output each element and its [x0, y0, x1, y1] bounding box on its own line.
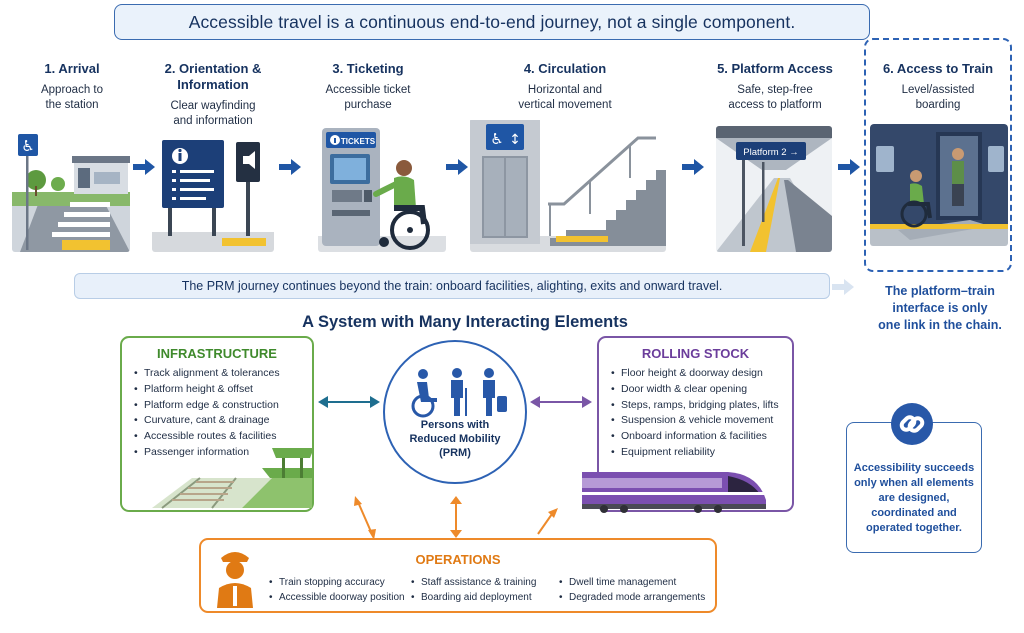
top-banner-text: Accessible travel is a continuous end-to… [188, 11, 796, 32]
chain-link-icon [891, 403, 933, 445]
success-line1: Accessibility succeeds [853, 462, 975, 474]
list-item: Onboard information & facilities [609, 429, 779, 445]
step-orientation: 2. Orientation & Information Clear wayfi… [143, 61, 283, 129]
infrastructure-title: INFRASTRUCTURE [157, 346, 277, 361]
step-arrow-icon [682, 159, 704, 175]
list-item: Boarding aid deployment [409, 590, 536, 605]
infrastructure-list: Track alignment & tolerances Platform he… [132, 366, 280, 461]
step-ticketing: 3. Ticketing Accessible ticket purchase [298, 61, 438, 113]
list-item: Staff assistance & training [409, 575, 536, 590]
information-board-illustration [152, 140, 274, 252]
step-desc-line1: Horizontal and [527, 84, 603, 96]
step-arrow-icon [133, 159, 155, 175]
prm-circle: Persons with Reduced Mobility (PRM) [383, 340, 527, 484]
track-and-platform-illustration [152, 448, 314, 509]
step-title: 6. Access to Train [882, 61, 994, 76]
step-arrow-icon [446, 159, 468, 175]
platform-note-line3: one link in the chain. [878, 318, 1002, 332]
platform-note-line2: interface is only [892, 301, 988, 315]
top-banner: Accessible travel is a continuous end-to… [114, 4, 870, 40]
prm-label-line3: (PRM) [439, 447, 471, 459]
step-desc-line1: Level/assisted [901, 84, 975, 96]
step-desc-line2: boarding [915, 99, 961, 111]
success-line2: only when all elements [854, 477, 974, 489]
step-title: 4. Circulation [523, 61, 607, 76]
step-desc-line2: vertical movement [518, 99, 612, 111]
step-desc-line1: Approach to [40, 84, 103, 96]
step-desc-line1: Accessible ticket [325, 84, 411, 96]
list-item: Platform edge & construction [132, 398, 280, 414]
operations-col2: Staff assistance & training Boarding aid… [409, 575, 536, 605]
platform-illustration: Platform 2 → [716, 126, 832, 252]
step-title-line2: Information [177, 77, 249, 92]
success-line5: operated together. [866, 522, 962, 534]
rolling-stock-title: ROLLING STOCK [641, 346, 750, 361]
ticket-machine-illustration: TICKETS [318, 128, 446, 252]
svg-text:♿: ♿ [21, 137, 34, 155]
list-item: Accessible routes & facilities [132, 429, 280, 445]
journey-continues-banner: The PRM journey continues beyond the tra… [74, 273, 830, 299]
infrastructure-prm-double-arrow [318, 396, 380, 408]
step-title: 3. Ticketing [332, 61, 404, 76]
journey-note-text: The PRM journey continues beyond the tra… [181, 279, 723, 293]
ticket-machine-sign: TICKETS [341, 137, 376, 146]
access-to-train-highlight-frame [864, 38, 1012, 272]
step-circulation: 4. Circulation Horizontal and vertical m… [495, 61, 635, 113]
list-item: Equipment reliability [609, 445, 779, 461]
train-boarding-illustration [870, 124, 1008, 246]
list-item: Passenger information [132, 445, 280, 461]
platform-train-interface-note: The platform–train interface is only one… [862, 283, 1018, 334]
operations-box: OPERATIONS Train stopping accuracy Acces… [199, 538, 717, 613]
list-item: Steps, ramps, bridging plates, lifts [609, 398, 779, 414]
list-item: Train stopping accuracy [267, 575, 405, 590]
list-item: Accessible doorway position [267, 590, 405, 605]
step-title: 5. Platform Access [717, 61, 833, 76]
step-arrow-icon [279, 159, 301, 175]
system-section-title: A System with Many Interacting Elements [302, 313, 628, 331]
step-arrival: 1. Arrival Approach to the station [2, 61, 142, 113]
staff-member-icon [217, 552, 253, 608]
success-line4: coordinated and [871, 507, 957, 519]
step-title: 1. Arrival [44, 61, 100, 76]
success-text: Accessibility succeeds only when all ele… [851, 461, 977, 536]
svg-text:↕: ↕ [509, 132, 521, 148]
journey-arrow-icon [832, 279, 854, 295]
list-item: Curvature, cant & drainage [132, 413, 280, 429]
step-platform-access: 5. Platform Access Safe, step-free acces… [705, 61, 845, 113]
list-item: Suspension & vehicle movement [609, 413, 779, 429]
operations-col1: Train stopping accuracy Accessible doorw… [267, 575, 405, 605]
step-desc-line2: the station [45, 99, 99, 111]
prm-label-line2: Reduced Mobility [409, 433, 501, 445]
rolling-stock-list: Floor height & doorway design Door width… [609, 366, 779, 461]
prm-label-line1: Persons with [420, 419, 490, 431]
step-desc-line1: Safe, step-free [737, 84, 813, 96]
step-desc-line1: Clear wayfinding [170, 100, 256, 112]
operations-connector-arrows [354, 496, 558, 540]
station-approach-illustration: ♿ [12, 128, 130, 252]
platform-sign: Platform 2 → [743, 147, 798, 158]
step-arrow-icon [838, 159, 860, 175]
step-access-to-train: 6. Access to Train Level/assisted boardi… [868, 61, 1008, 113]
list-item: Door width & clear opening [609, 382, 779, 398]
step-desc-line2: access to platform [728, 99, 822, 111]
list-item: Track alignment & tolerances [132, 366, 280, 382]
list-item: Floor height & doorway design [609, 366, 779, 382]
prm-people-icon [411, 368, 507, 418]
lift-and-stairs-illustration: ♿ ↕ [470, 120, 666, 252]
prm-label: Persons with Reduced Mobility (PRM) [385, 418, 525, 460]
step-desc-line2: and information [173, 115, 253, 127]
platform-note-line1: The platform–train [885, 284, 995, 298]
list-item: Degraded mode arrangements [557, 590, 705, 605]
step-desc-line2: purchase [344, 99, 392, 111]
success-line3: are designed, [878, 492, 950, 504]
list-item: Platform height & offset [132, 382, 280, 398]
svg-text:♿: ♿ [490, 130, 503, 148]
list-item: Dwell time management [557, 575, 705, 590]
step-title: 2. Orientation & [164, 61, 262, 76]
operations-title: OPERATIONS [415, 552, 501, 567]
operations-col3: Dwell time management Degraded mode arra… [557, 575, 705, 605]
infrastructure-box: INFRASTRUCTURE Track alignment & toleran… [120, 336, 314, 512]
rolling-stock-prm-double-arrow [530, 396, 592, 408]
train-illustration [582, 472, 766, 513]
